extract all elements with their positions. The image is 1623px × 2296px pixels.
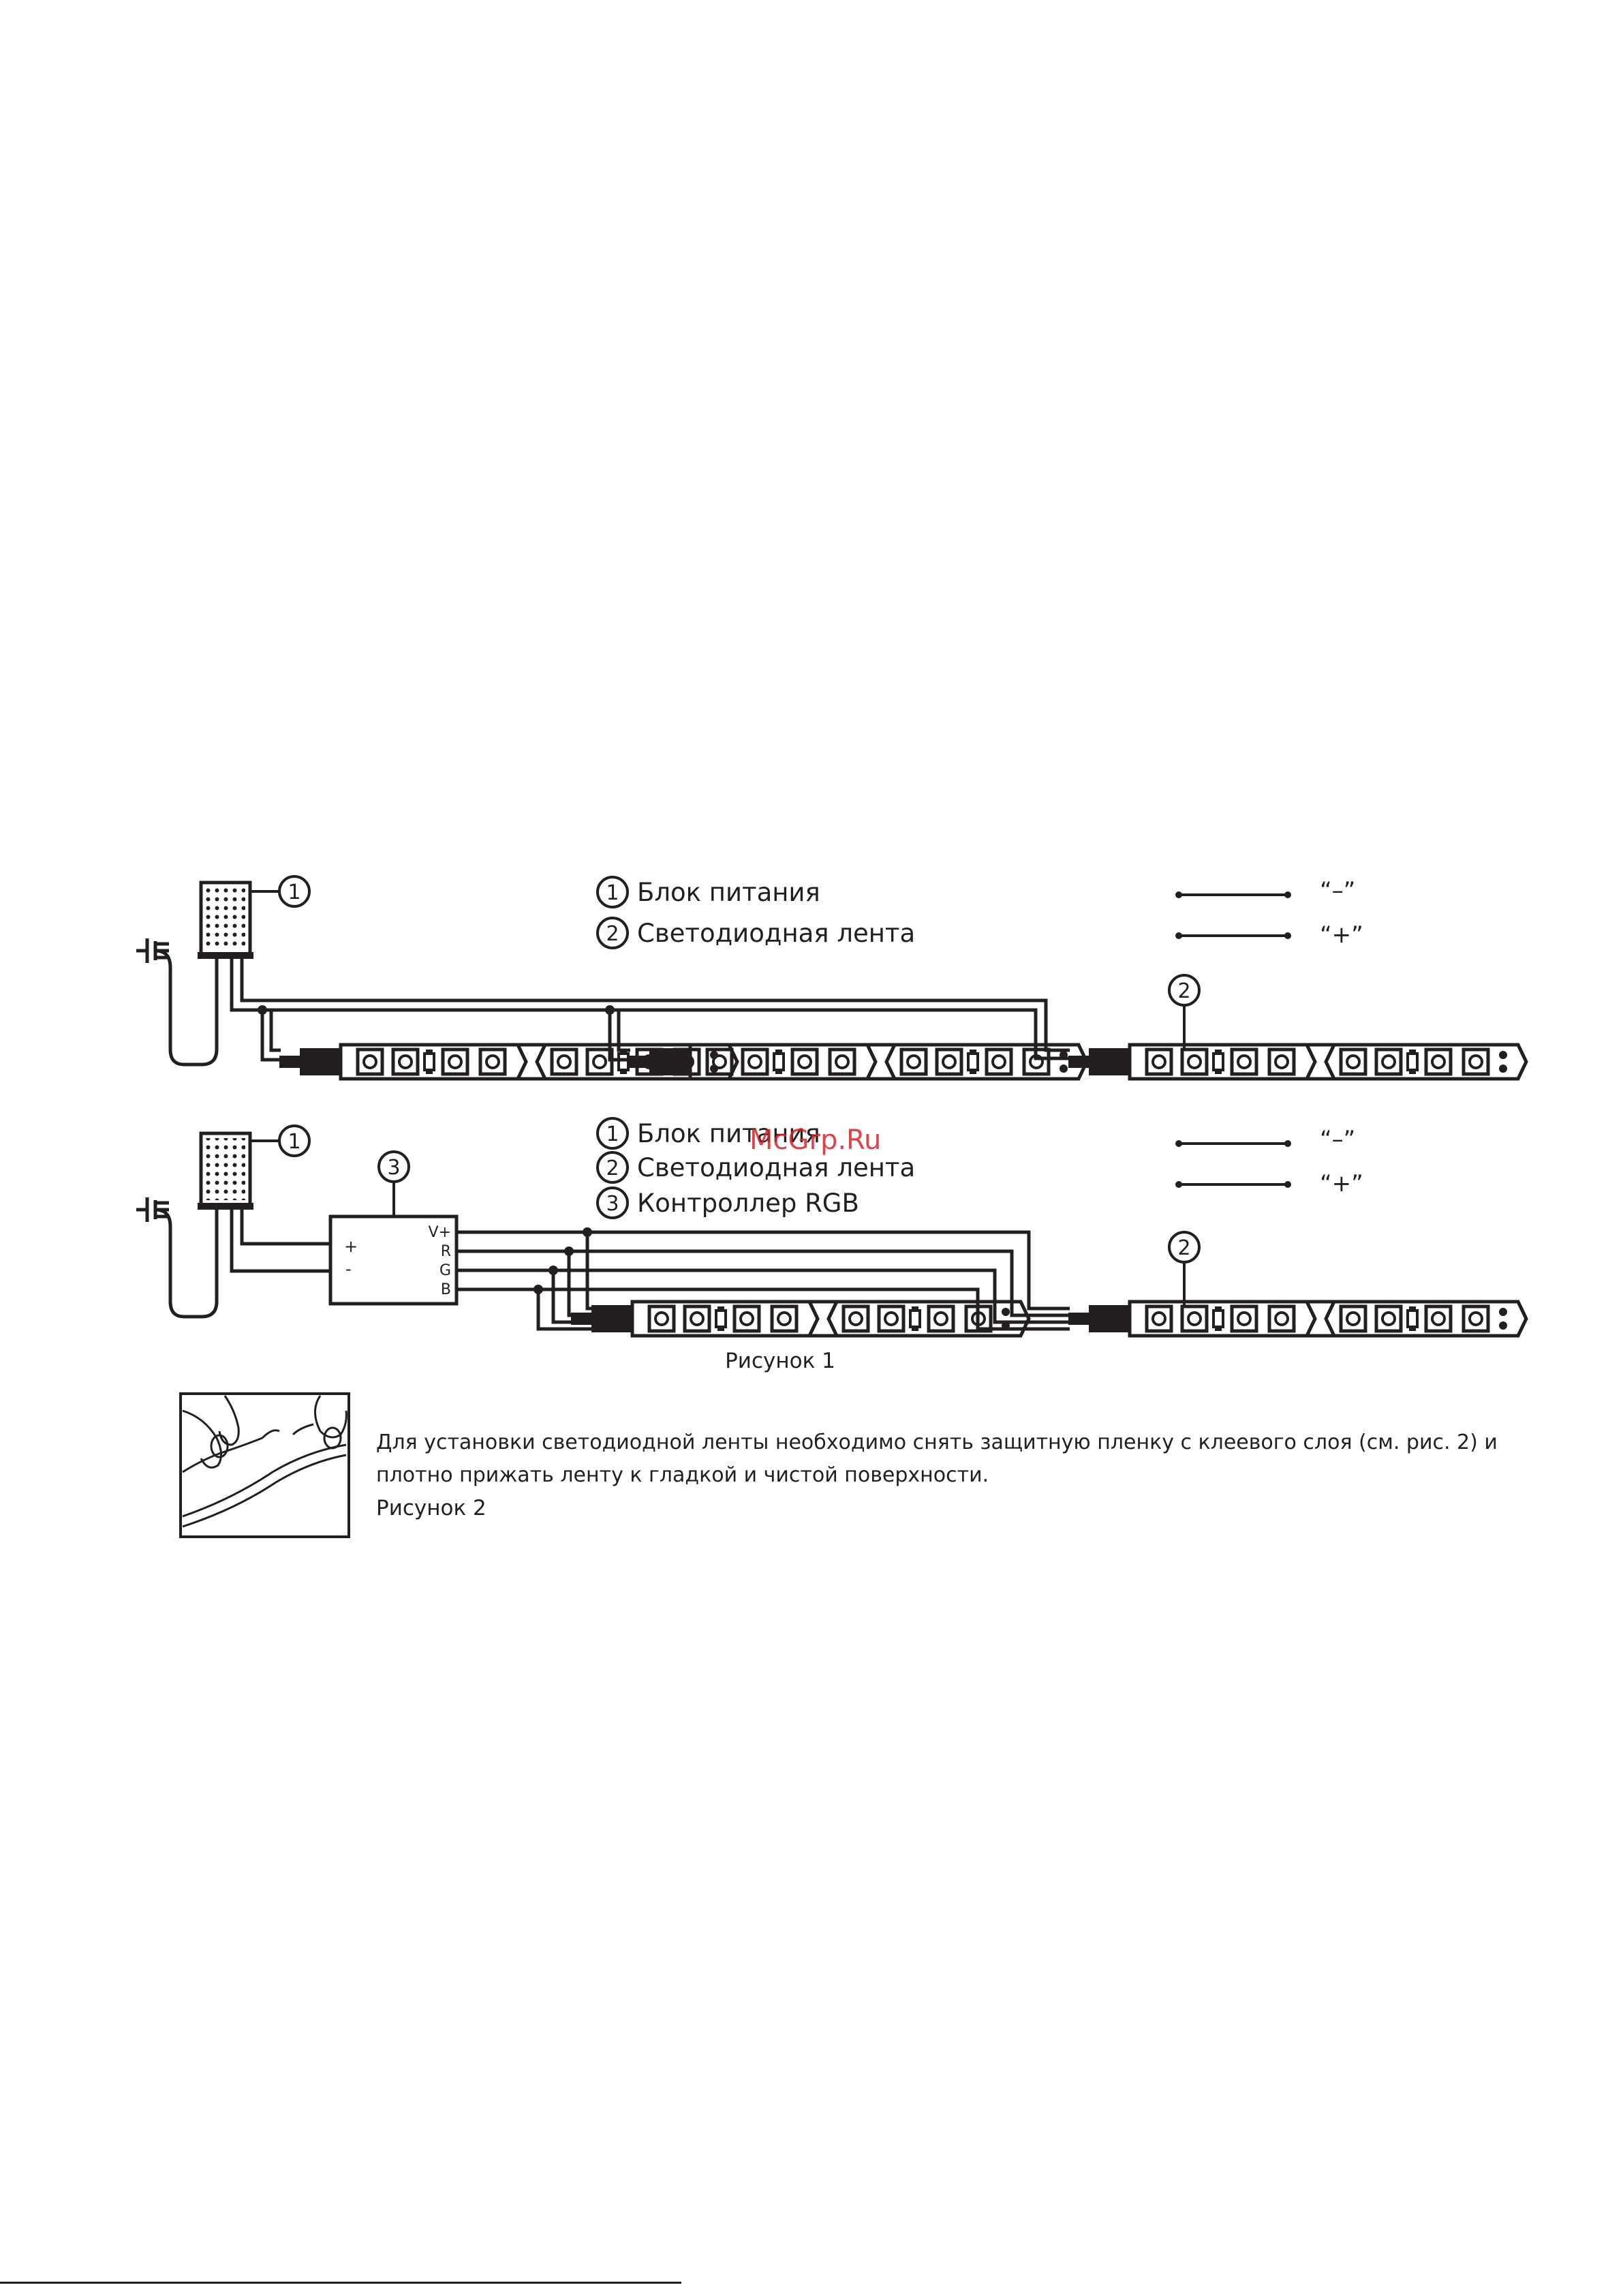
controller-output-r: R xyxy=(441,1243,451,1260)
legend-top-label-1: Блок питания xyxy=(637,878,820,907)
led-strip-rgb-2 xyxy=(1068,1302,1526,1336)
controller-output-g: G xyxy=(439,1262,451,1279)
watermark: McGrp.Ru xyxy=(749,1124,882,1156)
polarity-minus-label: “–” xyxy=(1320,877,1355,904)
legend-bottom-num-1: 1 xyxy=(606,1122,619,1146)
controller-input-plus: + xyxy=(344,1237,358,1256)
callout-psu-icon-rgb: 1 xyxy=(278,1124,311,1157)
legend-bottom: 1 Блок питания 2 Светодиодная лента 3 Ко… xyxy=(596,1117,915,1219)
legend-top: 1 Блок питания 2 Светодиодная лента xyxy=(596,876,915,949)
callout-strip-icon: 2 xyxy=(1168,974,1201,1007)
diagram-single-color: 1 2 1 Блок питания 2 Светодиодная лента xyxy=(136,875,1526,1079)
diagram-rgb: 1 + - V+ R G B 3 xyxy=(136,1117,1526,1373)
callout-strip-number-rgb: 2 xyxy=(1177,1236,1190,1260)
legend-bottom-num-2: 2 xyxy=(606,1157,619,1180)
controller-output-b: B xyxy=(441,1281,451,1298)
controller-input-minus: - xyxy=(345,1259,352,1279)
legend-bottom-label-2: Светодиодная лента xyxy=(637,1153,915,1182)
legend-top-num-2: 2 xyxy=(606,922,619,946)
led-strip-3 xyxy=(1068,1045,1526,1079)
mains-cord-rgb xyxy=(155,1208,219,1319)
led-strip-rgb-1 xyxy=(571,1302,1029,1336)
footer-divider xyxy=(0,2282,681,2284)
callout-strip-icon-rgb: 2 xyxy=(1168,1231,1201,1264)
callout-psu-number: 1 xyxy=(288,881,300,904)
figure2-illustration xyxy=(179,1392,350,1538)
power-supply-unit xyxy=(198,881,253,959)
callout-controller-number: 3 xyxy=(387,1156,400,1180)
legend-top-num-1: 1 xyxy=(606,881,619,905)
callout-controller-icon: 3 xyxy=(377,1150,410,1183)
mains-cord xyxy=(155,949,219,1067)
callout-strip-number: 2 xyxy=(1177,979,1190,1003)
rgb-controller: + - V+ R G B xyxy=(328,1214,459,1306)
legend-bottom-label-1: Блок питания xyxy=(637,1119,820,1148)
polarity-plus-label: “+” xyxy=(1320,921,1363,949)
polarity-key-bottom: “–” “+” xyxy=(1175,1126,1363,1197)
figure2-caption: Рисунок 2 xyxy=(376,1496,486,1520)
power-supply-unit-rgb xyxy=(198,1131,253,1210)
polarity-key-top: “–” “+” xyxy=(1175,877,1363,949)
callout-psu-number-rgb: 1 xyxy=(288,1130,300,1154)
figure1-caption: Рисунок 1 xyxy=(725,1349,835,1373)
legend-bottom-label-3: Контроллер RGB xyxy=(637,1189,859,1218)
installation-instructions: Для установки светодиодной ленты необход… xyxy=(376,1430,1498,1487)
legend-top-label-2: Светодиодная лента xyxy=(637,919,915,948)
polarity-plus-label-rgb: “+” xyxy=(1320,1170,1363,1197)
legend-bottom-num-3: 3 xyxy=(606,1192,619,1216)
polarity-minus-label-rgb: “–” xyxy=(1320,1126,1355,1153)
callout-psu-icon: 1 xyxy=(278,875,311,908)
controller-output-vplus: V+ xyxy=(429,1224,451,1241)
